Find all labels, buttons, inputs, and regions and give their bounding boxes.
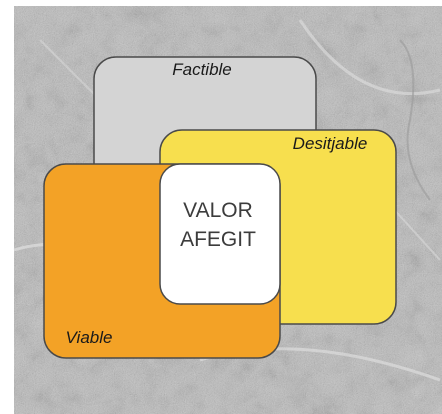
intersection-label-line2: AFEGIT	[180, 228, 256, 251]
intersection-label-line1: VALOR	[183, 199, 253, 222]
set-label-factible: Factible	[172, 60, 232, 79]
set-label-viable: Viable	[66, 328, 113, 347]
set-label-desitjable: Desitjable	[293, 134, 368, 153]
intersection-shape	[159, 163, 281, 305]
